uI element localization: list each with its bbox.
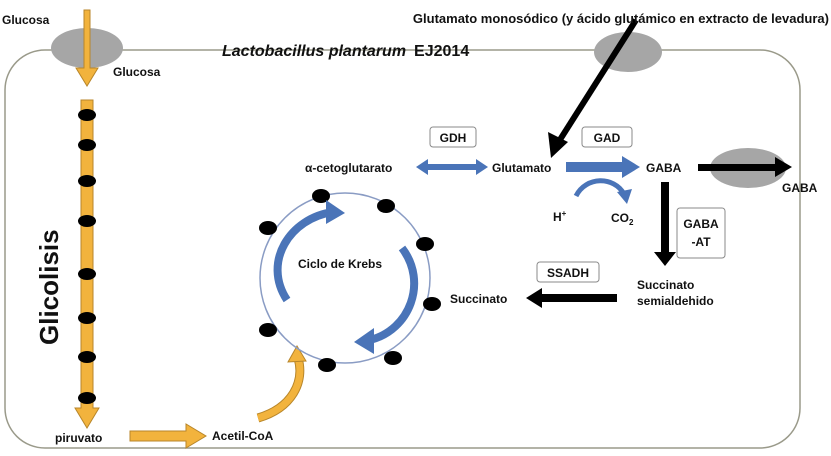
gaba-export-arrow bbox=[698, 157, 792, 177]
gad-label: GAD bbox=[594, 131, 621, 145]
h-plus-sup: + bbox=[562, 209, 567, 218]
organism-name: Lactobacillus plantarum bbox=[222, 43, 406, 60]
glycolysis-dot bbox=[78, 392, 96, 404]
gaba-at-label-line2: -AT bbox=[691, 235, 711, 249]
glicolisis-label: Glicolisis bbox=[34, 229, 64, 345]
organism-title: Lactobacillus plantarum EJ2014 bbox=[222, 43, 469, 60]
krebs-dot bbox=[259, 221, 277, 235]
krebs-dot bbox=[377, 199, 395, 213]
glycolysis-dot bbox=[78, 312, 96, 324]
acetilcoa-entry-arrowhead bbox=[287, 345, 307, 363]
gaba-at-arrow bbox=[654, 182, 676, 266]
krebs-dot bbox=[416, 237, 434, 251]
gdh-box bbox=[429, 126, 477, 148]
h-plus-label: H+ bbox=[553, 209, 567, 224]
glycolysis-dot bbox=[78, 175, 96, 187]
alfa-cetoglutarato-label: α-cetoglutarato bbox=[305, 161, 392, 175]
piruvato-to-acetilcoa-arrow bbox=[129, 423, 207, 449]
gdh-label: GDH bbox=[440, 131, 467, 145]
gaba-at-box bbox=[676, 207, 726, 259]
acetilcoa-entry-arrow bbox=[256, 357, 304, 422]
gaba-out-label: GABA bbox=[782, 181, 818, 195]
decarboxylation-arrowhead bbox=[617, 189, 632, 204]
gdh-reversible-arrow bbox=[416, 159, 488, 175]
cell-membrane bbox=[4, 49, 801, 449]
krebs-arrowhead-top bbox=[326, 200, 345, 224]
glutamate-uptake-arrowhead bbox=[548, 132, 568, 158]
gad-arrow bbox=[566, 156, 640, 178]
decarboxylation-arrow bbox=[573, 178, 627, 198]
ssadh-box bbox=[536, 261, 600, 283]
organism-strain: EJ2014 bbox=[414, 43, 469, 60]
glycolysis-dot bbox=[78, 109, 96, 121]
krebs-ring bbox=[259, 192, 431, 364]
succinato-semialdehido-line2: semialdehido bbox=[637, 294, 714, 308]
krebs-arrow-left bbox=[273, 208, 334, 303]
ssadh-label: SSADH bbox=[547, 266, 589, 280]
h-plus-base: H bbox=[553, 210, 562, 224]
gaba-label: GABA bbox=[646, 161, 682, 175]
krebs-dot bbox=[384, 351, 402, 365]
glycolysis-dots bbox=[78, 109, 96, 404]
gaba-at-label-line1: GABA bbox=[683, 217, 719, 231]
glycolysis-dot bbox=[78, 351, 96, 363]
ssadh-arrow bbox=[526, 288, 617, 308]
acetil-coa-label: Acetil-CoA bbox=[212, 429, 274, 443]
co2-sub: 2 bbox=[629, 218, 634, 227]
krebs-arrow-right bbox=[368, 245, 419, 344]
glucosa-outside-label: Glucosa bbox=[2, 13, 50, 27]
glutamato-label: Glutamato bbox=[492, 161, 551, 175]
succinato-semialdehido-line1: Succinato bbox=[637, 278, 694, 292]
krebs-dot bbox=[312, 189, 330, 203]
krebs-dot bbox=[318, 358, 336, 372]
glucosa-inside-label: Glucosa bbox=[113, 65, 161, 79]
glycolysis-dot bbox=[78, 139, 96, 151]
glutamate-uptake-line bbox=[553, 18, 639, 148]
co2-base: CO bbox=[611, 211, 629, 225]
krebs-dot bbox=[259, 323, 277, 337]
co2-label: CO2 bbox=[611, 211, 634, 227]
krebs-label: Ciclo de Krebs bbox=[298, 257, 382, 271]
krebs-arrowhead-bottom bbox=[354, 328, 374, 354]
glycolysis-dot bbox=[78, 215, 96, 227]
krebs-dot bbox=[423, 297, 441, 311]
glutamato-source-label: Glutamato monosódico (y ácido glutámico … bbox=[413, 11, 829, 26]
gad-box bbox=[581, 126, 633, 148]
succinato-label: Succinato bbox=[450, 292, 507, 306]
glycolysis-dot bbox=[78, 268, 96, 280]
krebs-dots bbox=[259, 189, 441, 372]
piruvato-label: piruvato bbox=[55, 431, 102, 445]
glucose-uptake-arrow bbox=[75, 9, 99, 87]
